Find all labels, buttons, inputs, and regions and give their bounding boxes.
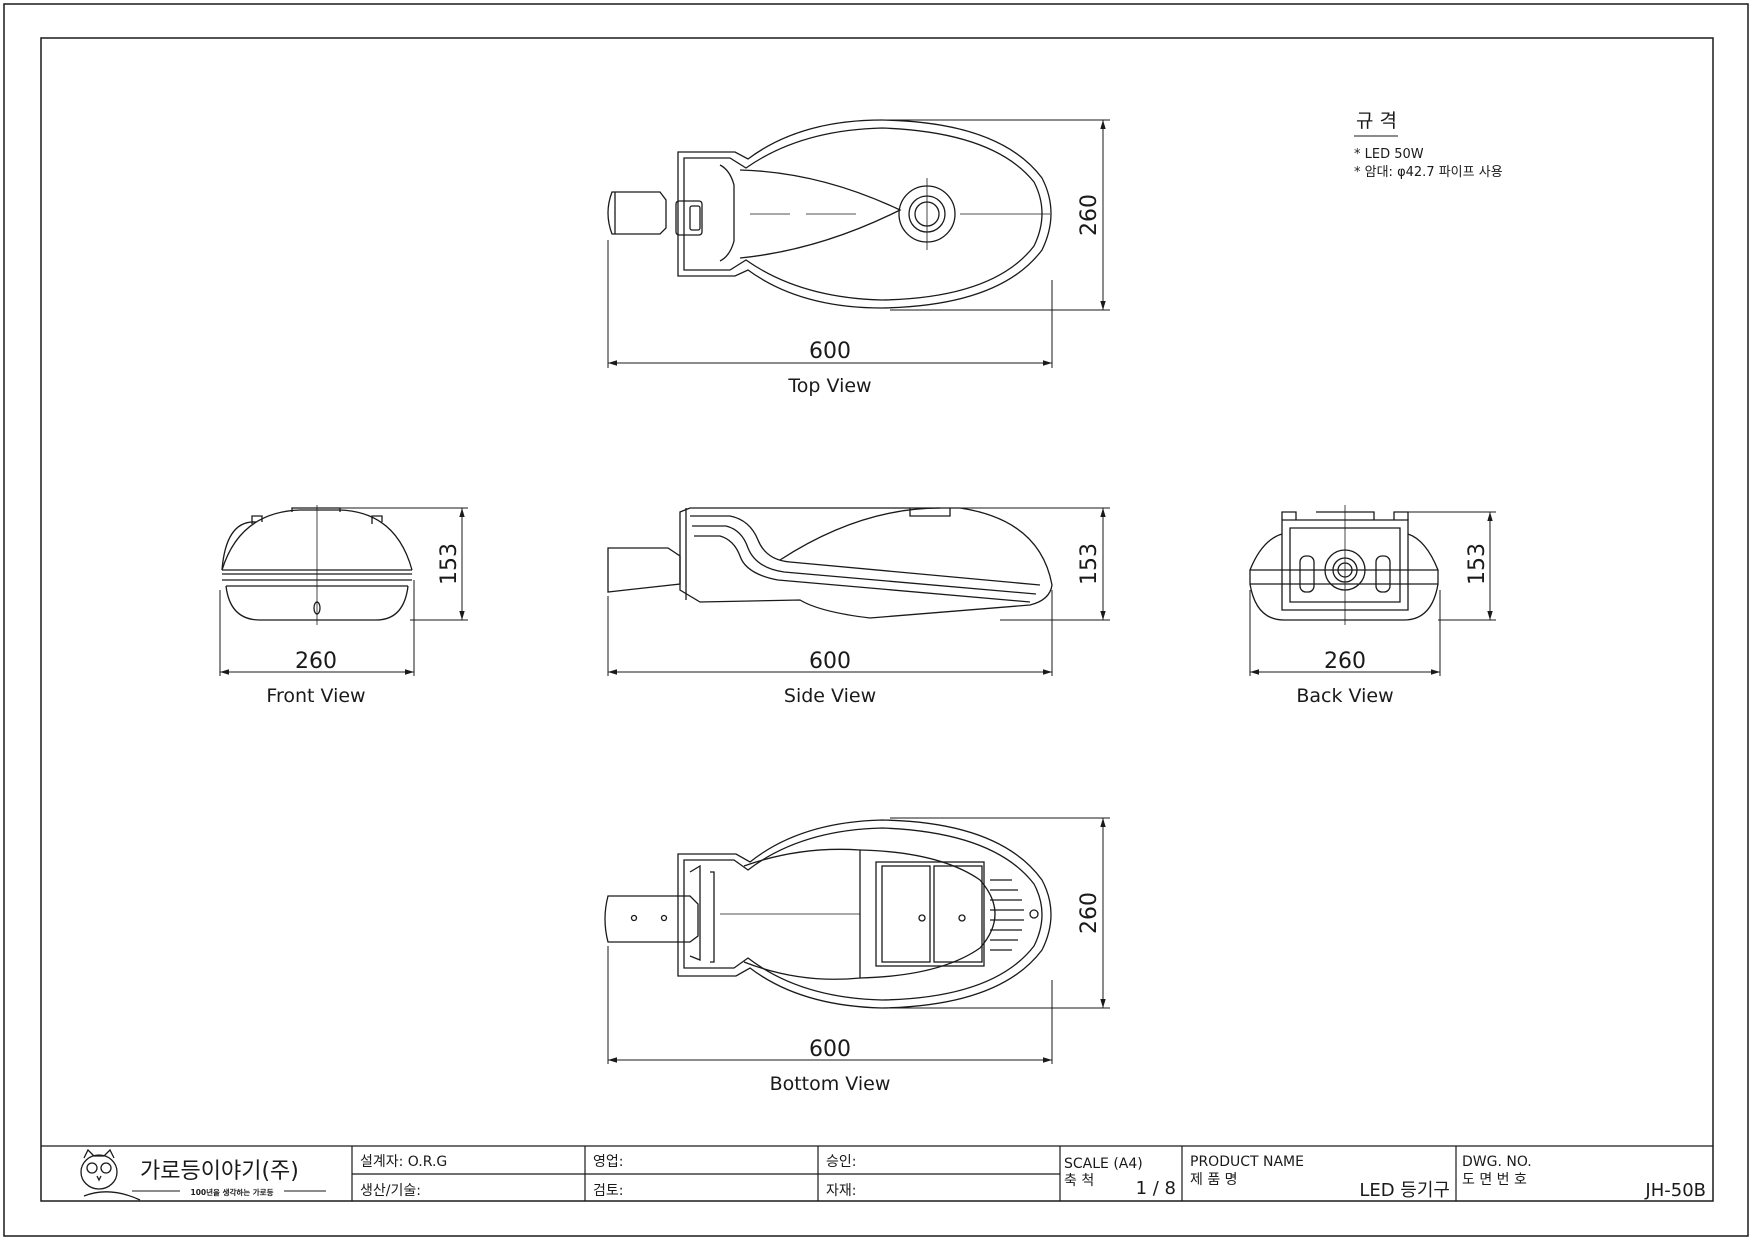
bottom-view-height: 260 bbox=[1077, 892, 1102, 934]
designer-field: 설계자: O.R.G bbox=[360, 1154, 447, 1170]
top-view-width: 600 bbox=[809, 339, 851, 364]
back-view-dimensions bbox=[1249, 511, 1496, 676]
top-view-height: 260 bbox=[1077, 194, 1102, 236]
sales-field: 영업: bbox=[593, 1154, 623, 1170]
outer-border bbox=[3, 3, 1749, 1237]
spec-block: 규 격 * LED 50W * 암대: φ42.7 파이프 사용 bbox=[1354, 110, 1503, 180]
front-view-label: Front View bbox=[266, 685, 365, 707]
bottom-view-dimensions bbox=[607, 817, 1110, 1064]
top-view-dimensions bbox=[607, 119, 1110, 368]
company-name: 가로등이야기(주) bbox=[140, 1159, 299, 1184]
product-name-label-kr: 제 품 명 bbox=[1190, 1172, 1238, 1188]
front-view-width: 260 bbox=[295, 649, 337, 674]
scale-label: SCALE (A4) bbox=[1064, 1156, 1143, 1172]
approval-field: 승인: bbox=[826, 1154, 856, 1170]
drawing-number-label-kr: 도 면 번 호 bbox=[1462, 1172, 1527, 1188]
product-name: LED 등기구 bbox=[1359, 1180, 1450, 1201]
back-view-label: Back View bbox=[1296, 685, 1393, 707]
bottom-view bbox=[604, 819, 1052, 1009]
company-slogan: 100년을 생각하는 가로등 bbox=[191, 1187, 274, 1197]
front-view bbox=[221, 505, 413, 625]
production-field: 생산/기술: bbox=[360, 1183, 421, 1199]
spec-item: * LED 50W bbox=[1354, 147, 1424, 162]
scale-value: 1 / 8 bbox=[1136, 1178, 1176, 1199]
bottom-view-width: 600 bbox=[809, 1037, 851, 1062]
top-view bbox=[607, 119, 1052, 309]
drawing-number-label: DWG. NO. bbox=[1462, 1154, 1532, 1170]
company-logo bbox=[80, 1148, 141, 1201]
inner-border bbox=[40, 37, 1714, 1202]
top-view-label: Top View bbox=[787, 375, 871, 397]
review-field: 검토: bbox=[593, 1183, 623, 1199]
drawing-number: JH-50B bbox=[1644, 1180, 1706, 1201]
side-view-label: Side View bbox=[784, 685, 876, 707]
side-view-width: 600 bbox=[809, 649, 851, 674]
back-view-width: 260 bbox=[1324, 649, 1366, 674]
side-view-height: 153 bbox=[1077, 543, 1102, 585]
side-view-dimensions bbox=[607, 507, 1110, 676]
title-block bbox=[41, 1145, 1713, 1201]
material-field: 자재: bbox=[826, 1183, 856, 1199]
back-view-height: 153 bbox=[1465, 543, 1490, 585]
side-view bbox=[607, 507, 1053, 619]
product-name-label: PRODUCT NAME bbox=[1190, 1154, 1304, 1170]
front-view-dimensions bbox=[219, 507, 468, 676]
back-view bbox=[1249, 505, 1439, 625]
front-view-height: 153 bbox=[437, 543, 462, 585]
bottom-view-label: Bottom View bbox=[770, 1073, 891, 1095]
scale-label-kr: 축 척 bbox=[1064, 1173, 1094, 1189]
spec-item: * 암대: φ42.7 파이프 사용 bbox=[1354, 165, 1503, 180]
spec-title: 규 격 bbox=[1356, 110, 1397, 132]
